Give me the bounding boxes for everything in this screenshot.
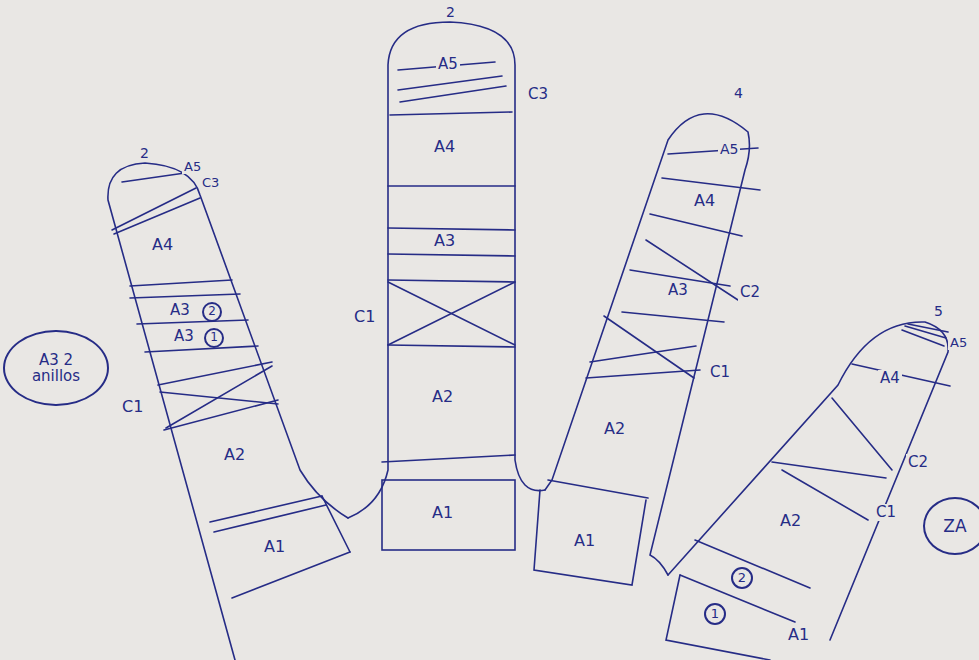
pulley-label: 4 [732,86,745,101]
pulley-label: A1 [786,626,811,644]
node-text: 1 [210,331,218,344]
node-text: A3 2 anillos [21,352,91,385]
circled-number: 1 [704,603,726,625]
pulley-label: 2 [138,146,151,161]
pulley-label: 2 [444,5,457,20]
pulley-label: C3 [200,176,221,190]
pulley-label: C1 [120,398,145,416]
circled-number: 1 [204,328,224,348]
pulley-label: A3 [172,328,196,345]
pulley-label: 5 [932,304,945,319]
callout-ellipse: ZA [923,497,979,555]
pulley-label: C2 [738,284,762,301]
pulley-label: C1 [352,308,377,326]
pulley-label: C1 [874,504,898,521]
pulley-label: A2 [602,420,627,438]
pulley-label: A1 [572,532,597,550]
circled-number: 2 [202,302,222,322]
pulley-label: A4 [692,192,717,210]
node-text: 2 [208,305,216,318]
pulley-label: C1 [708,364,732,381]
pulley-label: C2 [906,454,930,471]
pulley-label: A3 [168,302,192,319]
pulley-label: A5 [718,142,740,157]
circled-number: 2 [731,567,753,589]
pulley-label: A4 [432,138,457,156]
pulley-label: A4 [150,236,175,254]
pulley-label: A5 [948,336,969,350]
pulley-label: A3 [432,232,457,250]
pulley-label: A2 [430,388,455,406]
pulley-label: A5 [436,56,460,73]
pulley-label: A2 [222,446,247,464]
pulley-label: C3 [526,86,550,103]
pulley-label: A4 [878,370,902,387]
pulley-label: A3 [666,282,690,299]
pulley-label: A5 [182,160,203,174]
pulley-label: A1 [262,538,287,556]
pulley-label: A1 [430,504,455,522]
node-text: ZA [943,517,966,536]
callout-ellipse: A3 2 anillos [3,330,108,406]
node-text: 1 [711,607,719,621]
pulley-label: A2 [778,512,803,530]
node-text: 2 [738,571,746,585]
